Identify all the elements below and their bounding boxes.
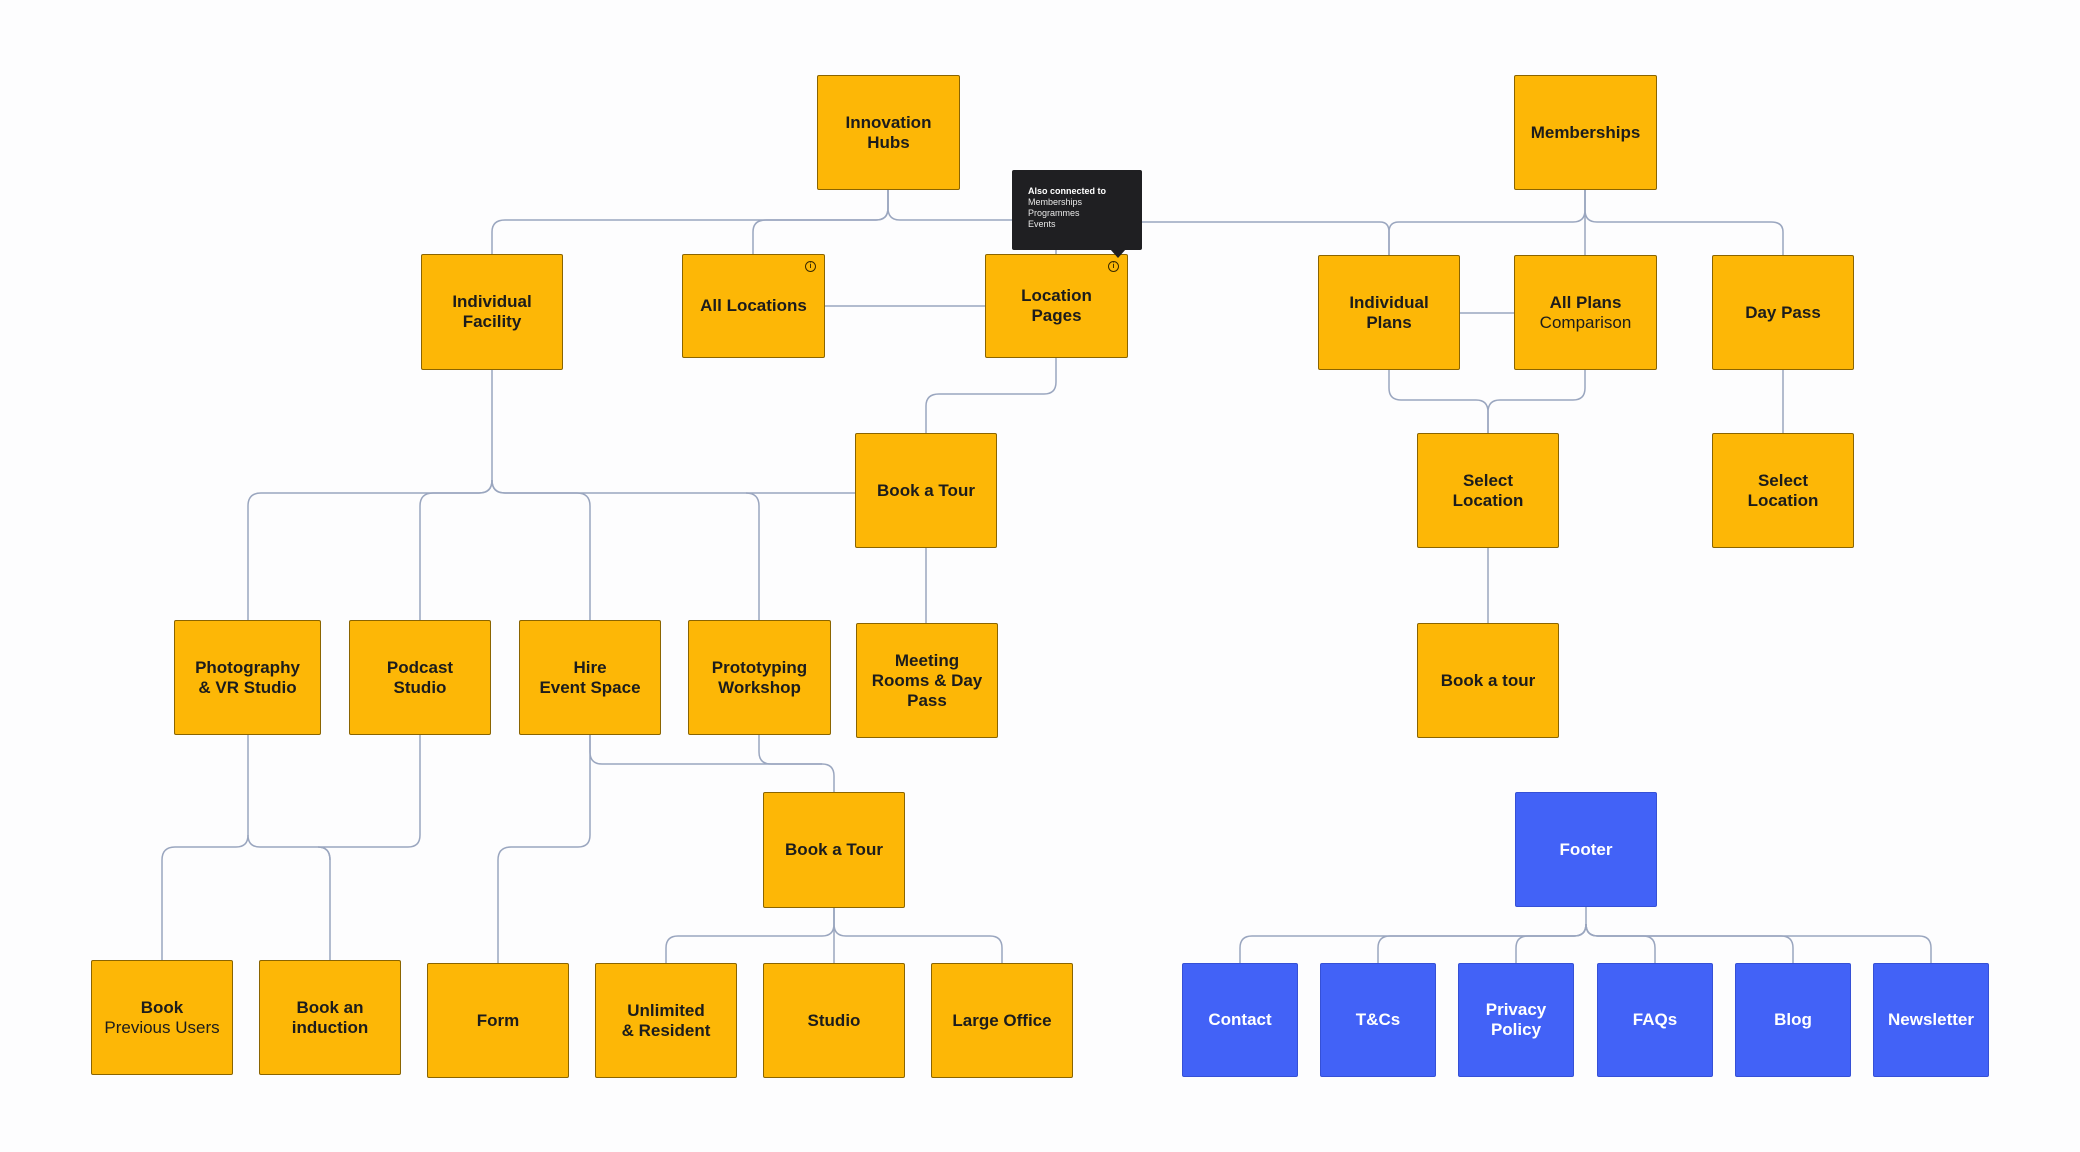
node-label: Book a tour [1440, 670, 1536, 690]
node-book-previous-users[interactable]: Book Previous Users [91, 960, 233, 1075]
node-label: FAQs [1632, 1010, 1678, 1029]
node-label: Individual Facility [452, 292, 532, 331]
connector-line [1129, 221, 1390, 255]
connector-line [833, 908, 1003, 963]
node-book-a-tour[interactable]: Book a Tour [855, 433, 997, 548]
node-location-pages[interactable]: i Location Pages [985, 254, 1128, 358]
node-label: Unlimited & Resident [621, 1000, 711, 1040]
node-label: Prototyping Workshop [711, 657, 808, 697]
node-large-office[interactable]: Large Office [931, 963, 1073, 1078]
connector-line [1388, 370, 1489, 433]
connector-line [419, 479, 493, 620]
node-blog[interactable]: Blog [1735, 963, 1851, 1077]
node-unlimited-resident[interactable]: Unlimited & Resident [595, 963, 737, 1078]
node-photography-vr-studio[interactable]: Photography & VR Studio [174, 620, 321, 735]
connector-line [1377, 923, 1587, 963]
node-label: Privacy Policy [1485, 1000, 1547, 1039]
node-podcast-studio[interactable]: Podcast Studio [349, 620, 491, 735]
connection-tooltip: Also connected to Memberships Programmes… [1012, 170, 1142, 258]
tooltip-item: Memberships [1028, 197, 1083, 207]
node-label: Photography & VR Studio [195, 657, 300, 697]
node-label: Innovation Hubs [845, 112, 932, 152]
info-icon[interactable]: i [1108, 261, 1119, 272]
node-hire-event-space[interactable]: Hire Event Space [519, 620, 661, 735]
node-label: Book a Tour [877, 480, 975, 500]
connector-line [161, 735, 249, 960]
node-individual-facility[interactable]: Individual Facility [421, 254, 563, 370]
node-label: Book [140, 997, 184, 1017]
node-label: All Plans [1549, 292, 1622, 312]
connector-line [1487, 370, 1586, 433]
tooltip-item: Programmes [1028, 208, 1080, 218]
connector-line [1584, 190, 1784, 255]
connector-line [491, 190, 889, 254]
node-label: Book an induction [291, 997, 369, 1037]
node-sublabel: Previous Users [104, 1017, 220, 1037]
node-select-location-day-pass[interactable]: Select Location [1712, 433, 1854, 548]
node-book-a-tour-facility[interactable]: Book a Tour [763, 792, 905, 908]
node-label: Footer [1559, 839, 1613, 859]
node-label: Contact [1208, 1010, 1272, 1029]
node-label: Select Location [1452, 470, 1524, 510]
connector-line [247, 370, 493, 620]
node-select-location[interactable]: Select Location [1417, 433, 1559, 548]
connector-line [925, 358, 1057, 433]
node-label: Individual Plans [1349, 292, 1429, 332]
node-meeting-rooms-day-pass[interactable]: Meeting Rooms & Day Pass [856, 623, 998, 738]
node-studio[interactable]: Studio [763, 963, 905, 1078]
connector-line [247, 834, 331, 960]
node-privacy-policy[interactable]: Privacy Policy [1458, 963, 1574, 1077]
node-label: Day Pass [1745, 302, 1821, 322]
tooltip-item: Events [1028, 219, 1056, 229]
node-footer[interactable]: Footer [1515, 792, 1657, 907]
connector-line [752, 190, 889, 254]
node-book-an-induction[interactable]: Book an induction [259, 960, 401, 1075]
node-prototyping-workshop[interactable]: Prototyping Workshop [688, 620, 831, 735]
connector-line [491, 479, 591, 620]
connector-line [1239, 907, 1587, 963]
tooltip-title: Also connected to [1028, 186, 1107, 196]
node-label: Hire Event Space [539, 657, 641, 697]
node-book-a-tour-memberships[interactable]: Book a tour [1417, 623, 1559, 738]
connector-line [497, 735, 591, 963]
node-sublabel: Comparison [1539, 312, 1632, 332]
connector-line [1515, 923, 1587, 963]
node-innovation-hubs[interactable]: Innovation Hubs [817, 75, 960, 190]
node-label: Memberships [1530, 122, 1641, 142]
node-label: Blog [1774, 1010, 1812, 1029]
node-individual-plans[interactable]: Individual Plans [1318, 255, 1460, 370]
node-label: Meeting Rooms & Day Pass [871, 650, 983, 710]
connector-line [491, 479, 760, 620]
connector-line [758, 735, 822, 765]
node-tcs[interactable]: T&Cs [1320, 963, 1436, 1077]
node-label: Newsletter [1888, 1010, 1974, 1029]
node-all-plans-comparison[interactable]: All Plans Comparison [1514, 255, 1657, 370]
node-label: Location Pages [1021, 286, 1092, 325]
node-form[interactable]: Form [427, 963, 569, 1078]
connector-line [317, 735, 421, 861]
node-label: T&Cs [1355, 1010, 1401, 1029]
connector-line [1388, 190, 1586, 255]
node-label: Large Office [952, 1010, 1052, 1030]
node-label: Studio [807, 1010, 861, 1030]
node-label: All Locations [700, 296, 807, 315]
node-all-locations[interactable]: i All Locations [682, 254, 825, 358]
node-contact[interactable]: Contact [1182, 963, 1298, 1077]
connector-line [1585, 923, 1932, 963]
node-label: Book a Tour [785, 840, 883, 859]
node-day-pass[interactable]: Day Pass [1712, 255, 1854, 370]
connector-line [665, 908, 835, 963]
node-label: Select Location [1747, 470, 1819, 510]
node-memberships[interactable]: Memberships [1514, 75, 1657, 190]
connector-line [1585, 923, 1794, 963]
node-faqs[interactable]: FAQs [1597, 963, 1713, 1077]
node-label: Podcast Studio [386, 657, 454, 697]
node-label: Form [476, 1010, 520, 1030]
connector-line [1585, 923, 1656, 963]
tooltip-arrow [1110, 249, 1126, 258]
node-newsletter[interactable]: Newsletter [1873, 963, 1989, 1077]
info-icon[interactable]: i [805, 261, 816, 272]
